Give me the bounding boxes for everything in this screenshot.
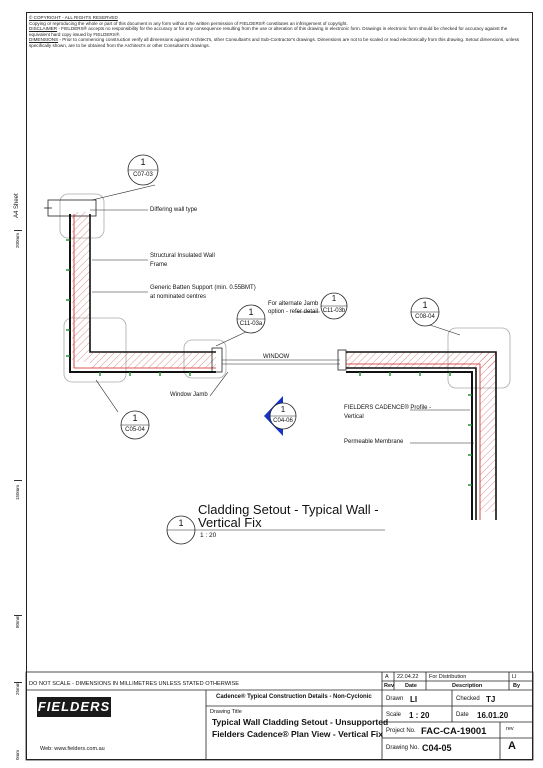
drawing-no-label: Drawing No. [386, 745, 420, 751]
bubble-ref-c1103b[interactable]: C11-03b [322, 308, 346, 314]
dimensions-heading: DIMENSIONS [29, 37, 59, 43]
title-bubble-num: 1 [178, 518, 184, 528]
date-value: 16.01.20 [477, 711, 509, 720]
copyright-heading: © COPYRIGHT - ALL RIGHTS RESERVED [29, 15, 118, 20]
checked-value: TJ [486, 695, 496, 704]
series-title: Cadence® Typical Construction Details - … [216, 694, 372, 700]
ruler-tick [14, 480, 22, 481]
section-num-c0406: 1 [280, 405, 286, 414]
drawn-value: LI [410, 695, 418, 704]
bubble-ref-c0804[interactable]: C08-04 [415, 314, 435, 320]
section-ref-c0406[interactable]: C04-06 [273, 418, 293, 424]
bubble-num-c0703: 1 [140, 157, 146, 167]
detail-region-c0504 [63, 317, 127, 383]
sheet-border [26, 12, 533, 760]
rev-row-rev: A [385, 674, 389, 680]
diagram-title-line2: Vertical Fix [198, 515, 262, 530]
callout-alt-jamb-line2: option - refer detail [268, 309, 319, 315]
rev-header-rev: Rev [384, 683, 395, 689]
notes-block: © COPYRIGHT - ALL RIGHTS RESERVED Copyin… [29, 15, 529, 49]
scale-value: 1 : 20 [409, 711, 430, 720]
bubble-num-c1103b: 1 [331, 294, 337, 303]
disclaimer-heading: DISCLAIMER [29, 26, 58, 32]
copyright-text: Copying or reproducing the whole or part… [29, 20, 348, 26]
callout-profile-line2: Vertical [344, 414, 364, 420]
checked-label: Checked [456, 696, 480, 702]
diagram-scale: 1 : 20 [200, 532, 217, 539]
drawn-label: Drawn [386, 696, 404, 702]
website[interactable]: Web: www.fielders.com.au [40, 746, 105, 752]
callout-profile-line1: FIELDERS CADENCE® Profile - [344, 405, 432, 411]
section-marker [264, 396, 297, 436]
callout-sip-line2: Frame [150, 262, 168, 268]
ruler-tick [14, 230, 22, 231]
project-value: FAC-CA-19001 [421, 726, 487, 737]
bubble-ref-c0703[interactable]: C07-03 [133, 172, 153, 178]
rev-header-description: Description [452, 683, 483, 689]
rev-value: A [508, 740, 516, 752]
bubble-num-c0504: 1 [132, 413, 138, 423]
callout-alt-jamb-line1: For alternate Jamb [268, 301, 319, 307]
ruler-tick [14, 615, 22, 616]
disclaimer-text: - FIELDERS® accepts no responsibility fo… [29, 26, 508, 37]
bubble-num-c0804: 1 [422, 300, 428, 310]
scale-label: Scale [386, 712, 402, 718]
batten-marks [66, 239, 472, 486]
rev-row-date: 22.04.22 [397, 674, 419, 680]
drawing-title-label: Drawing Title [210, 709, 242, 715]
callout-membrane: Permeable Membrane [344, 439, 404, 445]
bubble-ref-c1103a[interactable]: C11-03a [239, 321, 263, 327]
callout-batten-line1: Generic Batten Support (min. 0.55BMT) [150, 285, 256, 291]
rev-row-by: LI [512, 674, 517, 680]
do-not-scale-note: DO NOT SCALE - DIMENSIONS IN MILLIMETRES… [29, 681, 240, 687]
bubble-num-c1103a: 1 [248, 307, 254, 317]
date-label: Date [456, 712, 469, 718]
left-wall-hatch [72, 212, 90, 362]
ruler-tick [14, 682, 22, 683]
rev-header-by: By [513, 683, 521, 689]
dimensions-text: - Prior to commencing construction verif… [29, 37, 520, 48]
title-block-grid [25, 671, 534, 761]
rev-label: rev [506, 726, 514, 732]
callout-window: WINDOW [263, 354, 290, 360]
callout-batten-line2: at nominated centres [150, 294, 207, 300]
rev-row-description: For Distribution [429, 674, 467, 680]
callout-sip-line1: Structural Insulated Wall [150, 253, 215, 259]
bubble-ref-c0504[interactable]: C05-04 [125, 427, 145, 433]
diagram-title-line1: Cladding Setout - Typical Wall - [198, 502, 379, 517]
fielders-logo: FIELDERS [37, 697, 111, 717]
drawing-title-line2: Fielders Cadence® Plan View - Vertical F… [212, 729, 383, 739]
rev-header-date: Date [405, 683, 417, 689]
project-label: Project No. [386, 728, 416, 734]
callout-window-jamb: Window Jamb [170, 392, 208, 398]
drawing-title-line1: Typical Wall Cladding Setout - Unsupport… [212, 717, 389, 727]
callout-differing-wall: Differing wall type [150, 207, 198, 213]
drawing-no-value: C04-05 [422, 743, 452, 753]
